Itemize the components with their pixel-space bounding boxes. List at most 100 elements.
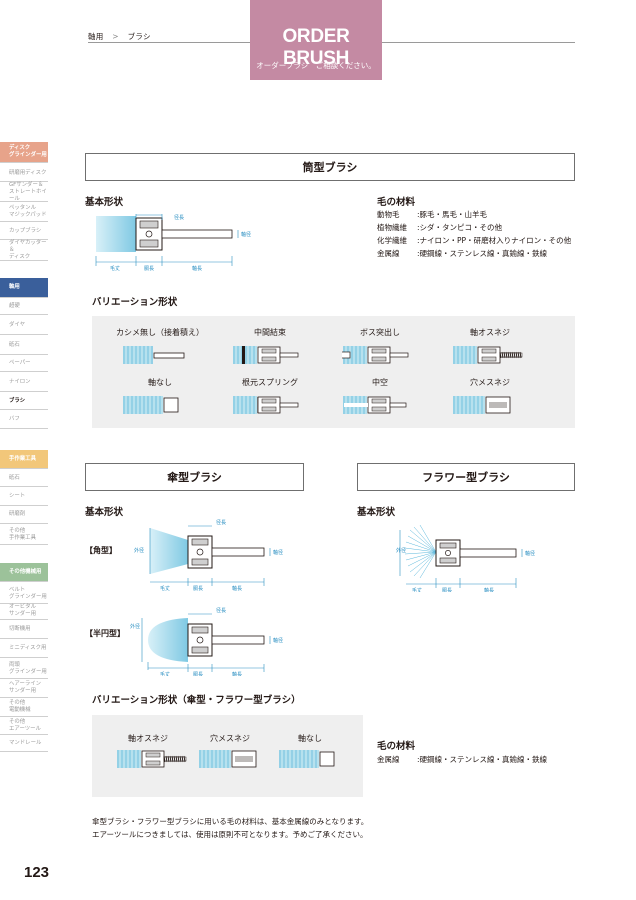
sidebar-category[interactable]: ディスク グラインダー用 — [0, 142, 48, 163]
variation-label: 中空 — [372, 378, 388, 387]
sidebar-item[interactable]: ミニディスク用 — [0, 640, 48, 658]
banner-subtitle: オーダーブラシ ご相談ください。 — [256, 61, 376, 70]
sidebar-item-label: ミニディスク用 — [9, 645, 47, 651]
sidebar-item[interactable]: ブラシ — [0, 393, 48, 410]
sidebar-item-label: ペーパー — [9, 360, 31, 366]
sidebar-item[interactable]: ペッタンル マジックパッド — [0, 203, 48, 222]
svg-text:胴長: 胴長 — [193, 672, 203, 676]
sidebar-item[interactable]: ペーパー — [0, 356, 48, 372]
variation-middle-bind-icon — [233, 346, 299, 364]
tube-materials-heading: 毛の材料 — [377, 197, 416, 208]
sidebar-item[interactable]: シート — [0, 488, 48, 506]
variation-label: 根元スプリング — [242, 378, 298, 387]
sidebar-item[interactable]: その他 手作業工具 — [0, 525, 48, 545]
sidebar-item[interactable]: 切断機用 — [0, 621, 48, 639]
sidebar-item[interactable]: ナイロン — [0, 373, 48, 392]
svg-text:胴長: 胴長 — [442, 588, 452, 592]
page-number: 123 — [24, 864, 50, 881]
banner-title: ORDER BRUSH — [282, 26, 350, 69]
sidebar-item[interactable]: カップブラシ — [0, 223, 48, 240]
sidebar-item-label: ダイヤカッター＆ ディスク — [9, 240, 47, 260]
dim-kegaki: 毛丈 — [110, 265, 120, 272]
tube-materials-list: 動物毛:豚毛・馬毛・山羊毛 植物繊維:シダ・タンピコ・その他 化学繊維:ナイロン… — [377, 208, 571, 260]
material-row: 金属線:硬鋼線・ステンレス線・真鍮線・鉄線 — [377, 755, 548, 764]
flower-diagram: 外径 軸径 毛丈 胴長 軸長 — [396, 524, 535, 592]
sidebar-item-label: ベルト グラインダー用 — [9, 586, 47, 600]
sidebar-item-label: 砥石 — [9, 475, 20, 481]
sidebar-item[interactable]: 研磨剤 — [0, 506, 48, 524]
sidebar-item-label: その他 電動機械 — [9, 700, 31, 713]
note-line: エアーツールにつきましては、使用は原則不可となります。予めご了承ください。 — [92, 830, 368, 839]
sidebar-item[interactable]: 両頭 グラインダー用 — [0, 659, 48, 679]
variation2-item-icon — [117, 750, 187, 768]
sidebar-category[interactable]: 手作業工具 — [0, 450, 48, 469]
sidebar-item-label: 研磨剤 — [9, 511, 26, 517]
breadcrumb: 軸用 > ブラシ — [88, 31, 151, 42]
variation2-label: 軸オスネジ — [128, 734, 168, 743]
sidebar-item[interactable]: 砥石 — [0, 471, 48, 487]
sidebar-item[interactable]: その他 電動機械 — [0, 698, 48, 717]
sidebar-item[interactable]: バフ — [0, 411, 48, 429]
sidebar-category[interactable]: 軸用 — [0, 278, 48, 298]
umbrella-kaku-label: 【角型】 — [85, 546, 117, 555]
variation-label: 穴メスネジ — [470, 378, 510, 387]
sidebar-item[interactable]: オービタル サンダー用 — [0, 603, 48, 620]
sidebar-item-label: オービタル サンダー用 — [9, 604, 36, 617]
bristle-shape — [96, 216, 136, 252]
sidebar-item-label: 砥石 — [9, 341, 20, 348]
umbrella-bristle-shape — [150, 528, 188, 574]
sidebar-item[interactable]: GFサンダー＆ ストレートホイール — [0, 181, 48, 202]
svg-text:毛丈: 毛丈 — [160, 671, 170, 676]
umbrella-brush-title: 傘型ブラシ — [85, 463, 304, 491]
variation-label: ボス突出し — [360, 328, 400, 337]
note-line: 傘型ブラシ・フラワー型ブラシに用いる毛の材料は、基本金属線のみとなります。 — [92, 817, 369, 826]
dim-jikucho: 軸長 — [192, 265, 202, 272]
variation2-item-icon — [279, 750, 335, 768]
sidebar-item[interactable]: マンドレール — [0, 736, 48, 752]
umbrella-basic-shape-heading: 基本形状 — [85, 507, 124, 518]
sidebar-item-label: ダイヤ — [9, 321, 26, 328]
sidebar-item[interactable]: ダイヤカッター＆ ディスク — [0, 240, 48, 261]
variation2-label: 軸なし — [298, 734, 322, 743]
svg-text:軸径: 軸径 — [273, 549, 283, 556]
svg-text:軸径: 軸径 — [525, 550, 535, 557]
sidebar-item-label: ブラシ — [9, 397, 26, 404]
sidebar-item-label: 軸用 — [9, 284, 20, 290]
half-round-bristle-shape — [148, 618, 188, 662]
sidebar-item-label: カップブラシ — [9, 227, 42, 234]
breadcrumb-item[interactable]: 軸用 — [88, 32, 104, 41]
shaft-shape — [161, 229, 233, 239]
tube-brush-diagram: 径長 軸径 毛丈 胴長 軸長 — [95, 214, 251, 272]
sidebar-item-label: GFサンダー＆ ストレートホイール — [9, 181, 47, 202]
svg-text:軸長: 軸長 — [232, 671, 242, 676]
sidebar-item-label: シート — [9, 493, 26, 499]
sidebar-item-label: その他 エアーツール — [9, 719, 41, 732]
sidebar-item[interactable]: 超硬 — [0, 299, 48, 315]
sidebar-item[interactable]: 研磨用ディスク — [0, 165, 48, 182]
sidebar-item[interactable]: 砥石 — [0, 336, 48, 355]
variation2-item-icon — [199, 750, 257, 768]
sidebar-item-label: ペッタンル マジックパッド — [9, 205, 47, 218]
svg-text:外径: 外径 — [130, 623, 140, 630]
svg-text:毛丈: 毛丈 — [412, 587, 422, 592]
sidebar-item-label: マンドレール — [9, 740, 42, 746]
breadcrumb-item[interactable]: ブラシ — [127, 32, 151, 41]
svg-text:径長: 径長 — [216, 607, 226, 614]
tube-variation-heading: バリエーション形状 — [92, 297, 178, 308]
dim-kaisa: 胴長 — [144, 266, 154, 272]
sidebar-item[interactable]: ベルト グラインダー用 — [0, 584, 48, 604]
variation-female-thread-hole-icon — [453, 396, 511, 414]
sidebar-category[interactable]: その他機械用 — [0, 563, 48, 582]
svg-text:軸長: 軸長 — [232, 585, 242, 592]
variation-no-crimp-icon — [123, 346, 185, 364]
sidebar-item[interactable]: ヘアーライン サンダー用 — [0, 679, 48, 698]
variation-male-thread-shaft-icon — [453, 346, 523, 364]
svg-text:外径: 外径 — [396, 547, 406, 554]
sidebar-item[interactable]: ダイヤ — [0, 316, 48, 335]
sidebar-item[interactable]: その他 エアーツール — [0, 718, 48, 735]
svg-text:軸長: 軸長 — [484, 587, 494, 592]
umbrella-hanen-label: 【半円型】 — [85, 629, 125, 638]
breadcrumb-separator: > — [112, 32, 119, 41]
variation-hollow-icon — [343, 396, 407, 414]
variation-label: 中間結束 — [254, 328, 286, 337]
